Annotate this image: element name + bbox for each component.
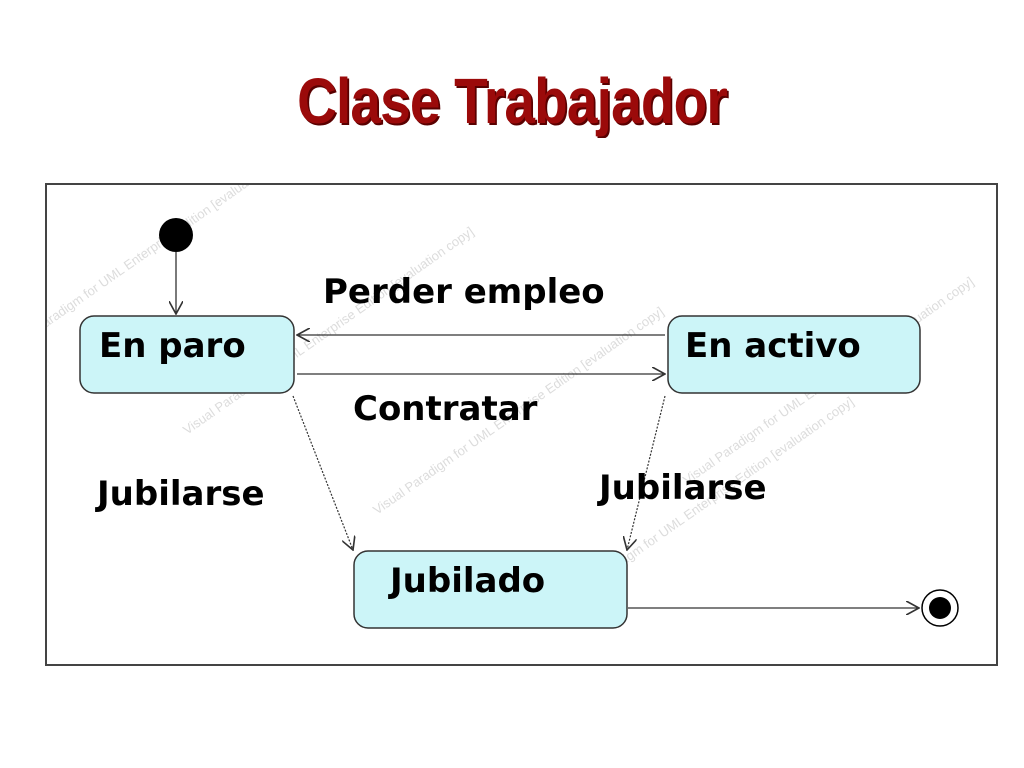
state-jubilado: Jubilado <box>353 550 628 629</box>
label-perder-empleo: Perder empleo <box>323 272 605 312</box>
label-contratar: Contratar <box>353 389 538 429</box>
state-diagram-canvas: Visual Paradigm for UML Enterprise Editi… <box>47 185 976 629</box>
transition-jubilarse-right <box>627 395 666 550</box>
final-node <box>921 589 959 627</box>
state-en-activo: En activo <box>667 315 921 394</box>
transition-jubilarse-left <box>292 395 353 550</box>
state-label: En paro <box>99 326 246 366</box>
state-en-paro: En paro <box>79 315 295 394</box>
label-jubilarse-left: Jubilarse <box>95 474 265 514</box>
label-jubilarse-right: Jubilarse <box>597 468 767 508</box>
slide-title: Clase Trabajador <box>297 65 728 137</box>
state-label: En activo <box>685 326 861 366</box>
initial-node <box>159 218 193 252</box>
state-label: Jubilado <box>388 561 545 601</box>
state-diagram: Visual Paradigm for UML Enterprise Editi… <box>45 183 998 666</box>
